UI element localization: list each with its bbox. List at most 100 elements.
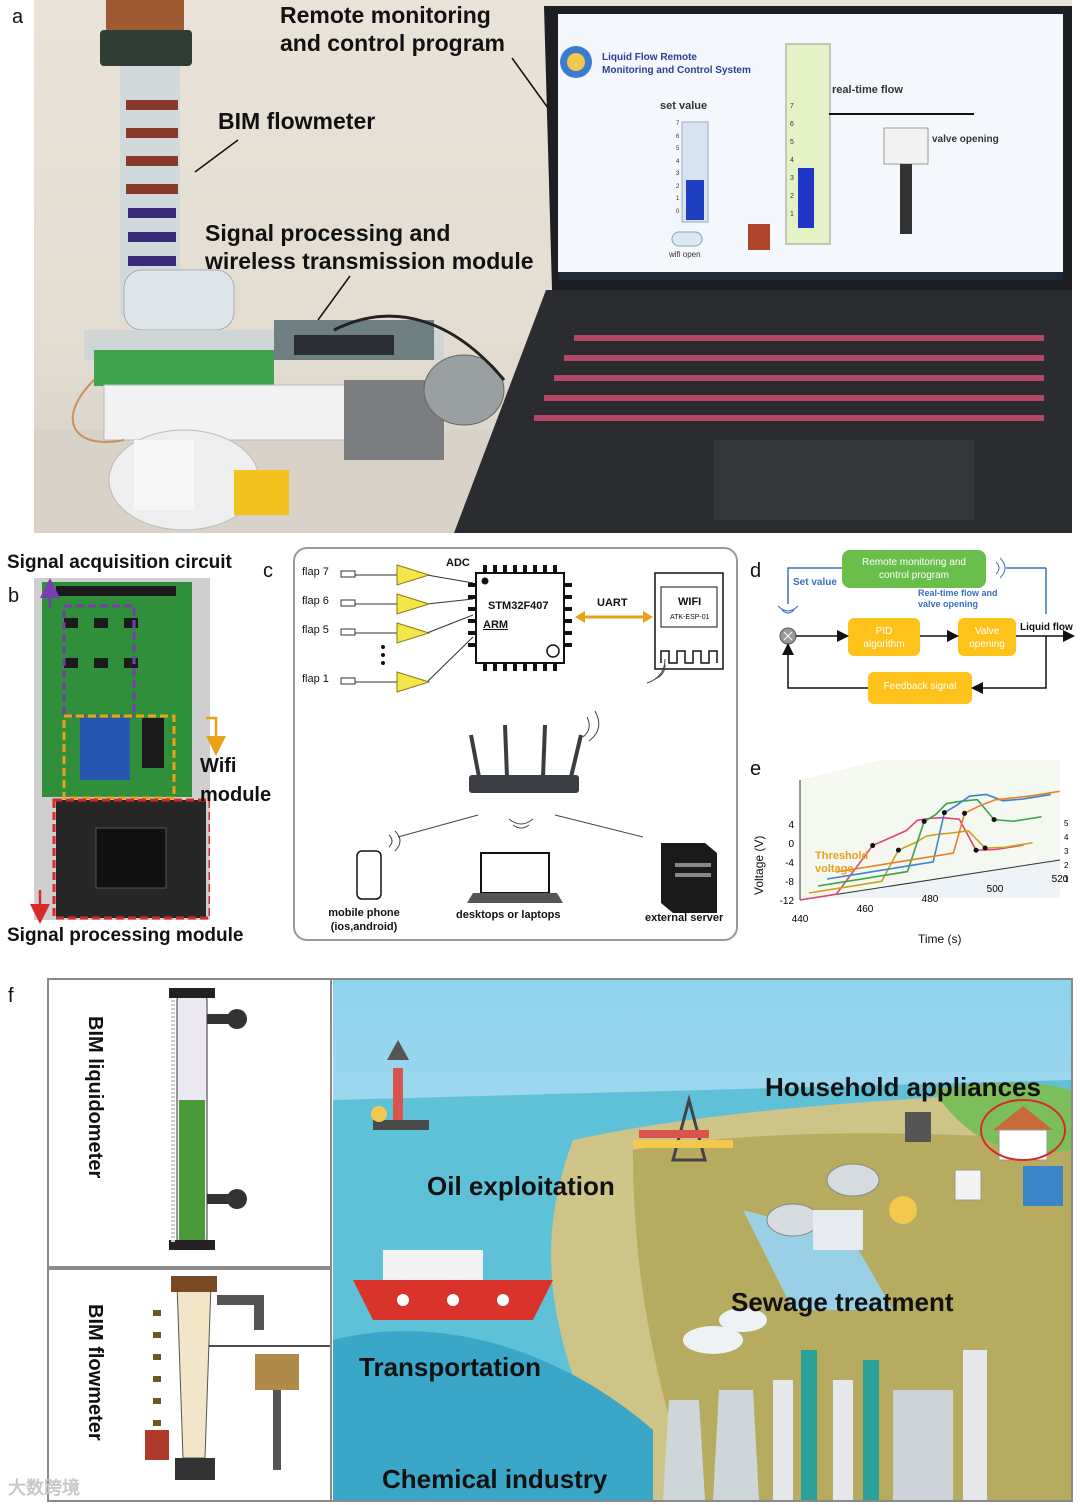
label-liquid-flow: Liquid flow (1020, 622, 1073, 633)
pumpjack-icon (633, 1094, 733, 1162)
threshold-point (982, 845, 988, 851)
appliance-icons (905, 1112, 1063, 1206)
x-tick-label: 520 (1052, 874, 1069, 885)
panel-b-arrows (30, 578, 226, 924)
box-feedback (868, 672, 972, 704)
panel-label-c: c (263, 560, 273, 582)
panel-c-box (293, 547, 738, 941)
label-wifi-chip: ATK-ESP-01 (670, 614, 710, 621)
phone-icon (356, 850, 382, 900)
callout-bim-flowmeter: BIM flowmeter (218, 108, 376, 134)
box-pid (848, 618, 920, 656)
flow-scale-tick: 2 (790, 193, 794, 200)
y-tick-label: -8 (785, 877, 794, 888)
x-axis (799, 859, 1061, 901)
label-desktops: desktops or laptops (456, 909, 561, 921)
set-scale-tick: 1 (676, 196, 680, 202)
mcu-chip (475, 572, 565, 664)
depth-tick-label: 1 (1064, 875, 1069, 884)
label-bim-flowmeter: BIM flowmeter (84, 1304, 106, 1441)
series-line (835, 790, 1060, 873)
laptop-icon (480, 852, 550, 894)
label-wifi: WIFI (678, 596, 702, 608)
series-line (826, 793, 1051, 880)
panel-label-d: d (750, 560, 762, 582)
panel-label-f: f (8, 985, 14, 1007)
flow-scale-tick: 5 (790, 139, 794, 146)
label-adc: ADC (446, 557, 470, 569)
threshold-annotation: Threshold voltage (815, 850, 869, 876)
sewage-plant-icon (766, 1163, 917, 1250)
label-valve-opening: Valve opening (969, 626, 1005, 650)
y-tick-label: 0 (788, 839, 794, 850)
flow-scale-tick: 1 (790, 211, 794, 218)
label-bim-liquidometer: BIM liquidometer (84, 1016, 106, 1179)
label-oil-exploitation: Oil exploitation (427, 1171, 615, 1201)
callout-signal-module: Signal processing and wireless transmiss… (205, 220, 534, 274)
flowmeter-box (47, 1268, 332, 1502)
router-icon (469, 710, 600, 793)
y-tick-label: -4 (785, 858, 794, 869)
depth-tick-label: 5 (1064, 819, 1069, 828)
industry-scene (333, 980, 1071, 1500)
screen-wifi-open: wifi open (669, 250, 701, 259)
x-axis-label: Time (s) (918, 932, 962, 946)
liquidometer-box (47, 978, 332, 1268)
label-realtime-flow: Real-time flow and valve opening (918, 588, 998, 609)
server-icon (661, 843, 717, 913)
depth-tick-label: 4 (1064, 833, 1069, 842)
label-wifi-module: Wifi module (200, 755, 272, 806)
flap-label: flap 7 (302, 566, 329, 578)
set-scale-tick: 3 (676, 171, 680, 177)
panel-a-photo (34, 0, 1072, 533)
label-set-value: Set value (793, 577, 837, 588)
panel-label-e: e (750, 758, 762, 780)
x-tick-label: 440 (792, 914, 809, 925)
label-signal-acquisition: Signal acquisition circuit (7, 552, 232, 573)
y-tick-label: -12 (780, 896, 795, 907)
x-tick-label: 500 (987, 884, 1004, 895)
flow-scale-tick: 7 (790, 103, 794, 110)
label-external-server: external server (645, 912, 724, 924)
screen-realtime-flow: real-time flow (832, 84, 903, 96)
threshold-point (962, 810, 968, 816)
house-icon (993, 1106, 1053, 1161)
y-axis-label-anchor: Voltage (V) (750, 836, 770, 905)
flowmeter-tube (176, 1283, 212, 1459)
panel-a-illustration (34, 0, 1072, 533)
set-scale-tick: 6 (676, 133, 680, 140)
panel-d-diagram (777, 550, 1075, 704)
label-sewage-treatment: Sewage treatment (731, 1287, 954, 1317)
label-uart: UART (597, 597, 628, 609)
set-scale-tick: 7 (676, 121, 680, 127)
chemical-plant-icon (663, 1308, 987, 1500)
screen-valve-opening: valve opening (932, 134, 999, 145)
x-tick-label: 460 (857, 904, 874, 915)
screen-app-title: Liquid Flow Remote Monitoring and Contro… (602, 52, 751, 76)
panel-label-a: a (12, 6, 24, 28)
x-tick-label: 480 (922, 894, 939, 905)
threshold-point (941, 810, 947, 816)
depth-tick-label: 3 (1064, 847, 1069, 856)
panel-a-leader-lines (194, 57, 549, 321)
flap-label: flap 1 (302, 673, 329, 685)
flow-scale-tick: 3 (790, 175, 794, 182)
screen-set-value: set value (660, 100, 708, 112)
panel-c-diagram (340, 564, 724, 913)
series-line (808, 829, 1033, 894)
oil-rig-icon (371, 1040, 429, 1130)
label-pid: PID algorithm (863, 626, 905, 650)
threshold-point (895, 847, 901, 853)
label-mobile-phone: mobile phone (ios,android) (328, 907, 400, 933)
liquidometer-label-anchor: BIM liquidometer (82, 1016, 108, 1216)
threshold-point (921, 818, 927, 824)
chart-back-plane (800, 760, 1060, 900)
label-signal-processing: Signal processing module (7, 925, 244, 946)
label-mcu: STM32F407 (488, 600, 549, 612)
threshold-point (870, 843, 876, 849)
flap-label: flap 6 (302, 595, 329, 607)
label-chemical-industry: Chemical industry (382, 1464, 608, 1494)
label-arm: ARM (483, 619, 509, 631)
